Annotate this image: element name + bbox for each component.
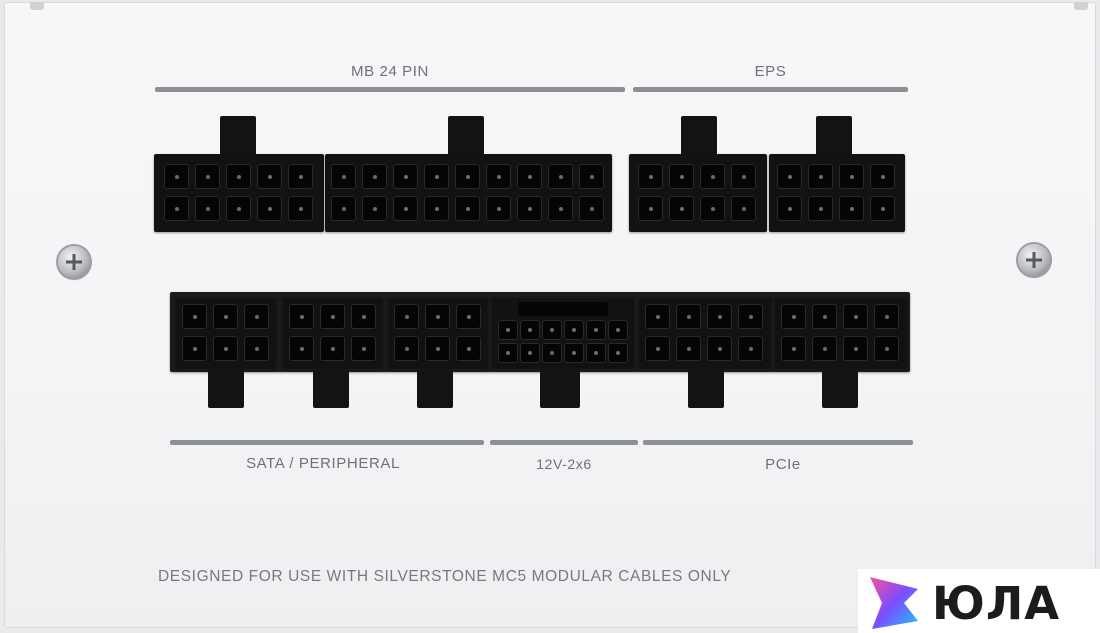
sata-bar	[170, 440, 484, 445]
eps-socket-2[interactable]	[769, 154, 905, 232]
eps1-latch	[681, 116, 717, 156]
pcie2-latch	[822, 370, 858, 408]
screw-left-icon	[58, 246, 90, 278]
sata3-latch	[417, 370, 453, 408]
12v-2x6-socket[interactable]	[492, 298, 634, 368]
pcie-socket-1[interactable]	[639, 298, 771, 368]
mb24-label: MB 24 PIN	[351, 63, 429, 80]
pcie-label: PCIe	[765, 456, 801, 473]
watermark-text: ЮЛА	[932, 577, 1061, 630]
panel-tab-right	[1074, 2, 1088, 10]
pcie-bar	[643, 440, 913, 445]
youla-watermark: ЮЛА	[858, 569, 1100, 633]
sata-socket-1[interactable]	[176, 298, 276, 368]
youla-logo-icon	[870, 577, 918, 629]
sata-socket-3[interactable]	[388, 298, 488, 368]
pcie1-latch	[688, 370, 724, 408]
12v-label: 12V-2x6	[536, 456, 592, 472]
eps2-latch	[816, 116, 852, 156]
screw-right-icon	[1018, 244, 1050, 276]
pcie-socket-2[interactable]	[775, 298, 907, 368]
mb18-latch	[448, 116, 484, 156]
mb24-18pin-socket[interactable]	[325, 154, 612, 232]
mb24-10pin-socket[interactable]	[154, 154, 324, 232]
footer-notice: DESIGNED FOR USE WITH SILVERSTONE MC5 MO…	[158, 568, 732, 585]
mb24-bar	[155, 87, 625, 92]
sata-socket-2[interactable]	[283, 298, 383, 368]
eps-socket-1[interactable]	[629, 154, 767, 232]
sata2-latch	[313, 370, 349, 408]
12v-bar	[490, 440, 638, 445]
sata-label: SATA / PERIPHERAL	[246, 455, 400, 472]
sense-pins	[518, 302, 608, 316]
sata1-latch	[208, 370, 244, 408]
12v-latch	[540, 370, 580, 408]
eps-bar	[633, 87, 908, 92]
eps-label: EPS	[754, 63, 787, 80]
panel-tab-left	[30, 2, 44, 10]
mb10-latch	[220, 116, 256, 156]
